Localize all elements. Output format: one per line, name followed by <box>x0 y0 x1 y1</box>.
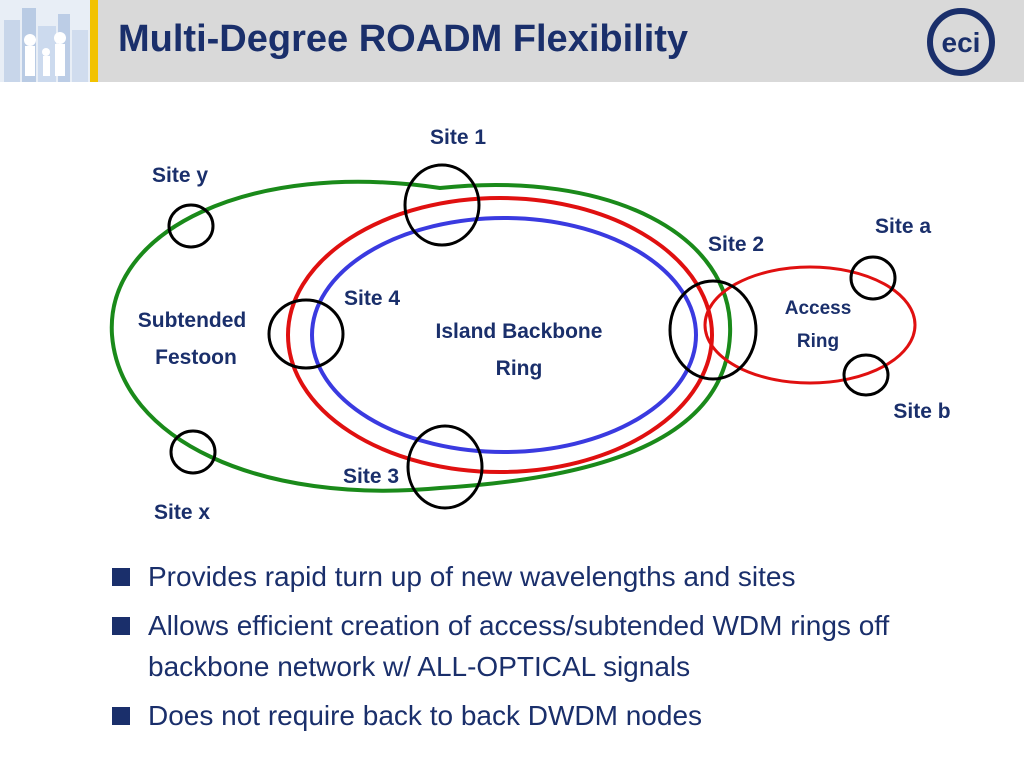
bullet-text: Provides rapid turn up of new wavelength… <box>148 561 796 592</box>
bullet-square-icon <box>112 707 130 725</box>
ring-lines <box>109 179 917 493</box>
siteb-node <box>842 353 890 397</box>
subtended-festoon-ring <box>109 179 733 493</box>
header-bar: Multi-Degree ROADM Flexibility eci <box>0 0 1024 82</box>
site1-label: Site 1 <box>430 126 486 149</box>
page-title: Multi-Degree ROADM Flexibility <box>118 18 689 60</box>
eci-logo: eci <box>927 8 995 76</box>
bullet-item: Provides rapid turn up of new wavelength… <box>110 556 968 597</box>
site3-label: Site 3 <box>343 465 399 488</box>
backbone-outer-red-ring <box>286 196 714 474</box>
sitea-label: Site a <box>875 215 931 238</box>
access-ring <box>703 265 917 385</box>
bullet-square-icon <box>112 617 130 635</box>
eci-logo-text: eci <box>942 27 981 58</box>
backbone-blue-ring <box>310 216 698 454</box>
site2-node <box>668 279 758 381</box>
backbone-label-line2: Ring <box>496 357 543 380</box>
bullet-text: Does not require back to back DWDM nodes <box>148 700 703 731</box>
siteb-label: Site b <box>893 400 950 423</box>
bullet-item: Does not require back to back DWDM nodes <box>110 695 968 736</box>
site1-node <box>403 163 481 247</box>
sitex-node <box>169 429 217 475</box>
subtended-label-line1: Subtended <box>138 309 247 332</box>
bullet-item: Allows efficient creation of access/subt… <box>110 605 968 687</box>
bullet-text: Allows efficient creation of access/subt… <box>148 610 890 682</box>
access-label-line2: Ring <box>797 331 839 352</box>
site4-label: Site 4 <box>344 287 400 310</box>
site4-node <box>267 298 345 370</box>
site3-node <box>406 424 484 510</box>
sitey-label: Site y <box>152 164 208 187</box>
bullet-list: Provides rapid turn up of new wavelength… <box>110 556 968 744</box>
backbone-label-line1: Island Backbone <box>436 320 603 343</box>
site2-label: Site 2 <box>708 233 764 256</box>
city-thumbnail-image <box>0 0 98 82</box>
sitex-label: Site x <box>154 501 210 524</box>
subtended-label-line2: Festoon <box>155 346 237 369</box>
access-label-line1: Access <box>785 298 852 319</box>
sitey-node <box>167 203 215 249</box>
bullet-square-icon <box>112 568 130 586</box>
sitea-node <box>849 255 897 301</box>
